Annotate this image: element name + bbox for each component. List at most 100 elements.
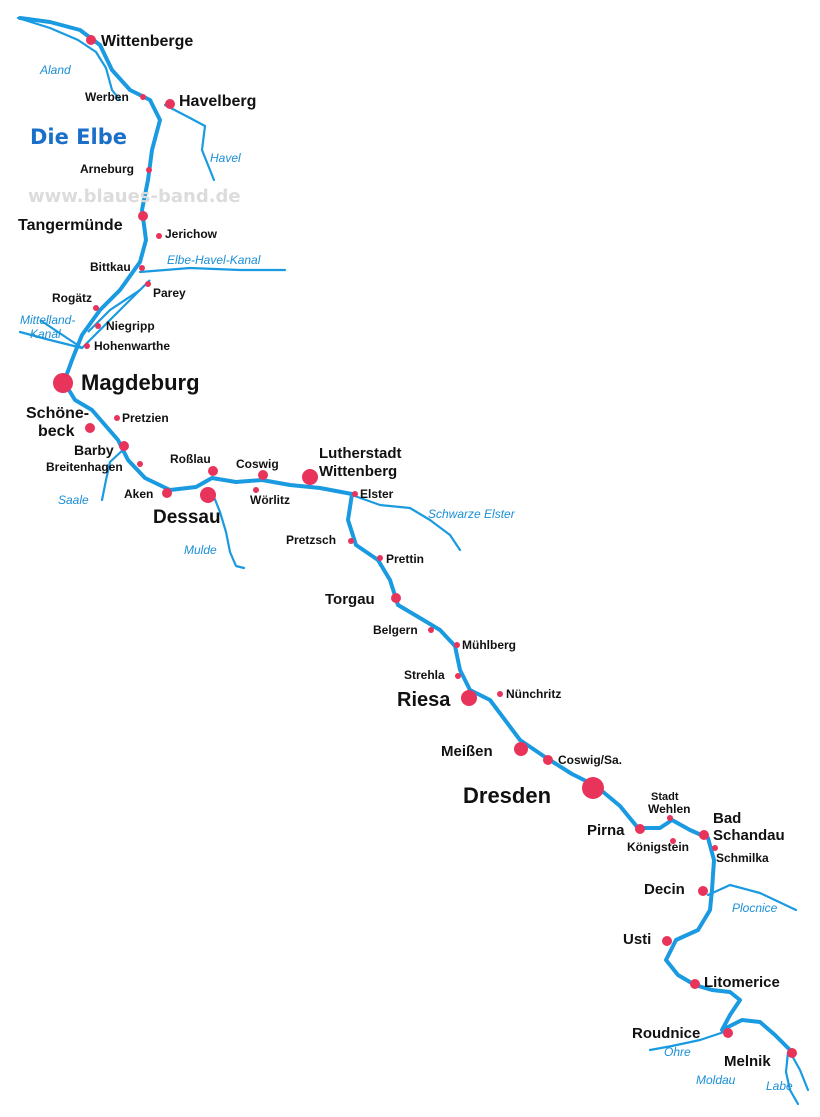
city-label-strehla: Strehla <box>404 668 445 682</box>
city-dot-arneburg[interactable] <box>146 167 152 173</box>
city-dot-koenigstein[interactable] <box>670 838 676 844</box>
river-label-mittelland: Mittelland- <box>20 313 75 327</box>
river-label-aland: Aland <box>39 63 71 77</box>
city-dot-coswig[interactable] <box>258 470 268 480</box>
city-dots <box>53 35 797 1058</box>
river-label-plocnice: Plocnice <box>732 901 778 915</box>
city-label-lutherstadt: Lutherstadt <box>319 445 402 462</box>
river-label-havel: Havel <box>210 151 241 165</box>
city-label-beck: beck <box>38 423 75 440</box>
city-label-magdeburg: Magdeburg <box>81 370 200 395</box>
elbe-havel-kanal <box>138 266 287 274</box>
city-dot-schoenebeck[interactable] <box>85 423 95 433</box>
city-label-pirna: Pirna <box>587 822 625 839</box>
city-dot-strehla[interactable] <box>455 673 461 679</box>
city-label-arneburg: Arneburg <box>80 162 134 176</box>
city-dot-muehlberg[interactable] <box>454 642 460 648</box>
city-dot-pirna[interactable] <box>635 824 645 834</box>
city-label-parey: Parey <box>153 286 186 300</box>
city-label-roudnice: Roudnice <box>632 1025 700 1042</box>
city-dot-hohenwarthe[interactable] <box>84 343 90 349</box>
city-label-coswig-sa: Coswig/Sa. <box>558 753 622 767</box>
mittelland-kanal <box>18 330 84 350</box>
city-label-muehlberg: Mühlberg <box>462 638 516 652</box>
tributaries <box>16 16 810 1106</box>
city-label-nuenchritz: Nünchritz <box>506 687 561 701</box>
city-dot-magdeburg[interactable] <box>53 373 73 393</box>
city-dot-havelberg[interactable] <box>165 99 175 109</box>
city-label-wittenberg: Wittenberg <box>319 463 397 480</box>
city-dot-wittenberge[interactable] <box>86 35 96 45</box>
city-dot-pretzien[interactable] <box>114 415 120 421</box>
city-label-dresden: Dresden <box>463 783 551 808</box>
city-dot-jerichow[interactable] <box>156 233 162 239</box>
city-dot-tangermuende[interactable] <box>138 211 148 221</box>
city-labels: Wittenberge Werben Havelberg Arneburg Ta… <box>18 33 785 1070</box>
river-labels: Aland Havel Elbe-Havel-Kanal Mittelland-… <box>20 63 793 1093</box>
river-label-schwarze-elster: Schwarze Elster <box>428 507 516 521</box>
city-dot-prettin[interactable] <box>377 555 383 561</box>
website-watermark: www.blaues-band.de <box>28 186 241 207</box>
city-dot-barby[interactable] <box>119 441 129 451</box>
city-label-schmilka: Schmilka <box>716 851 769 865</box>
city-dot-werben[interactable] <box>140 94 146 100</box>
city-dot-stadt-wehlen[interactable] <box>667 815 673 821</box>
city-label-niegripp: Niegripp <box>106 319 155 333</box>
river-label-moldau: Moldau <box>696 1073 736 1087</box>
city-dot-dresden[interactable] <box>582 777 604 799</box>
moldau-river <box>784 1050 800 1106</box>
city-label-usti: Usti <box>623 931 651 948</box>
river-label-elbe-havel-kanal: Elbe-Havel-Kanal <box>167 253 261 267</box>
city-dot-coswig-sa[interactable] <box>543 755 553 765</box>
labe-river <box>788 1050 810 1092</box>
river-label-labe: Labe <box>766 1079 793 1093</box>
city-dot-breitenhagen[interactable] <box>137 461 143 467</box>
city-dot-bittkau[interactable] <box>139 265 145 271</box>
city-dot-litomerice[interactable] <box>690 979 700 989</box>
ohre-river <box>648 1030 726 1052</box>
city-label-rogaetz: Rogätz <box>52 291 92 305</box>
city-dot-rosslau[interactable] <box>208 466 218 476</box>
city-label-bad: Bad <box>713 810 741 827</box>
city-dot-rogaetz[interactable] <box>93 305 99 311</box>
city-label-litomerice: Litomerice <box>704 974 780 991</box>
city-label-tangermuende: Tangermünde <box>18 217 123 234</box>
city-dot-decin[interactable] <box>698 886 708 896</box>
elbe-main-river <box>18 16 794 1054</box>
city-dot-aken[interactable] <box>162 488 172 498</box>
river-label-saale: Saale <box>58 493 89 507</box>
schwarze-elster-river <box>350 493 462 552</box>
map-title: Die Elbe <box>30 125 127 149</box>
city-dot-nuenchritz[interactable] <box>497 691 503 697</box>
aland-river <box>16 16 122 102</box>
city-dot-melnik[interactable] <box>787 1048 797 1058</box>
city-dot-torgau[interactable] <box>391 593 401 603</box>
city-label-elster: Elster <box>360 487 394 501</box>
city-dot-riesa[interactable] <box>461 690 477 706</box>
city-dot-parey[interactable] <box>145 281 151 287</box>
city-label-schandau: Schandau <box>713 827 785 844</box>
city-dot-dessau[interactable] <box>200 487 216 503</box>
city-dot-usti[interactable] <box>662 936 672 946</box>
city-label-havelberg: Havelberg <box>179 93 256 110</box>
city-dot-belgern[interactable] <box>428 627 434 633</box>
city-dot-niegripp[interactable] <box>95 323 101 329</box>
city-label-meissen: Meißen <box>441 743 493 760</box>
city-label-dessau: Dessau <box>153 507 221 528</box>
city-dot-bad-schandau[interactable] <box>699 830 709 840</box>
city-label-pretzsch: Pretzsch <box>286 533 336 547</box>
river-label-kanal: Kanal <box>30 327 61 341</box>
city-dot-pretzsch[interactable] <box>348 538 354 544</box>
city-dot-roudnice[interactable] <box>723 1028 733 1038</box>
city-dot-meissen[interactable] <box>514 742 528 756</box>
city-label-jerichow: Jerichow <box>165 227 218 241</box>
city-dot-schmilka[interactable] <box>712 845 718 851</box>
city-label-torgau: Torgau <box>325 591 375 608</box>
city-dot-lutherstadt-wittenberg[interactable] <box>302 469 318 485</box>
city-label-werben: Werben <box>85 90 129 104</box>
havel-river <box>163 103 216 182</box>
city-dot-elster[interactable] <box>352 491 358 497</box>
city-label-woerlitz: Wörlitz <box>250 493 290 507</box>
city-dot-woerlitz[interactable] <box>253 487 259 493</box>
city-label-schoene: Schöne- <box>26 405 89 422</box>
